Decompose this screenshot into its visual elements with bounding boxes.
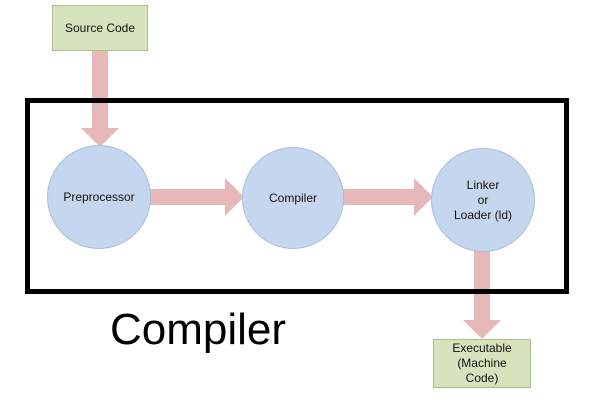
preprocessor-label: Preprocessor (63, 189, 135, 204)
executable-label-line2: (Machine (457, 356, 507, 370)
linker-label-line2: or (477, 192, 489, 207)
executable-label-line1: Executable (452, 341, 512, 355)
executable-label: Executable (Machine Code) (452, 341, 511, 386)
linker-label-line1: Linker (466, 177, 500, 192)
compiler-container-title: Compiler (110, 305, 287, 354)
arrow-preprocessor-to-compiler (150, 178, 244, 216)
executable-node: Executable (Machine Code) (433, 339, 531, 388)
compiler-label: Compiler (268, 190, 317, 205)
linker-loader-label: Linker or Loader (ld) (454, 178, 512, 223)
source-code-label: Source Code (64, 20, 136, 35)
compiler-node: Compiler (242, 147, 344, 249)
preprocessor-node: Preprocessor (47, 145, 151, 249)
linker-loader-node: Linker or Loader (ld) (431, 148, 535, 252)
compiler-boundary-frame (25, 98, 569, 294)
executable-label-line3: Code) (465, 371, 499, 385)
linker-label-line3: Loader (ld) (453, 207, 513, 222)
source-code-node: Source Code (52, 5, 148, 51)
arrow-compiler-to-linker (343, 178, 433, 216)
